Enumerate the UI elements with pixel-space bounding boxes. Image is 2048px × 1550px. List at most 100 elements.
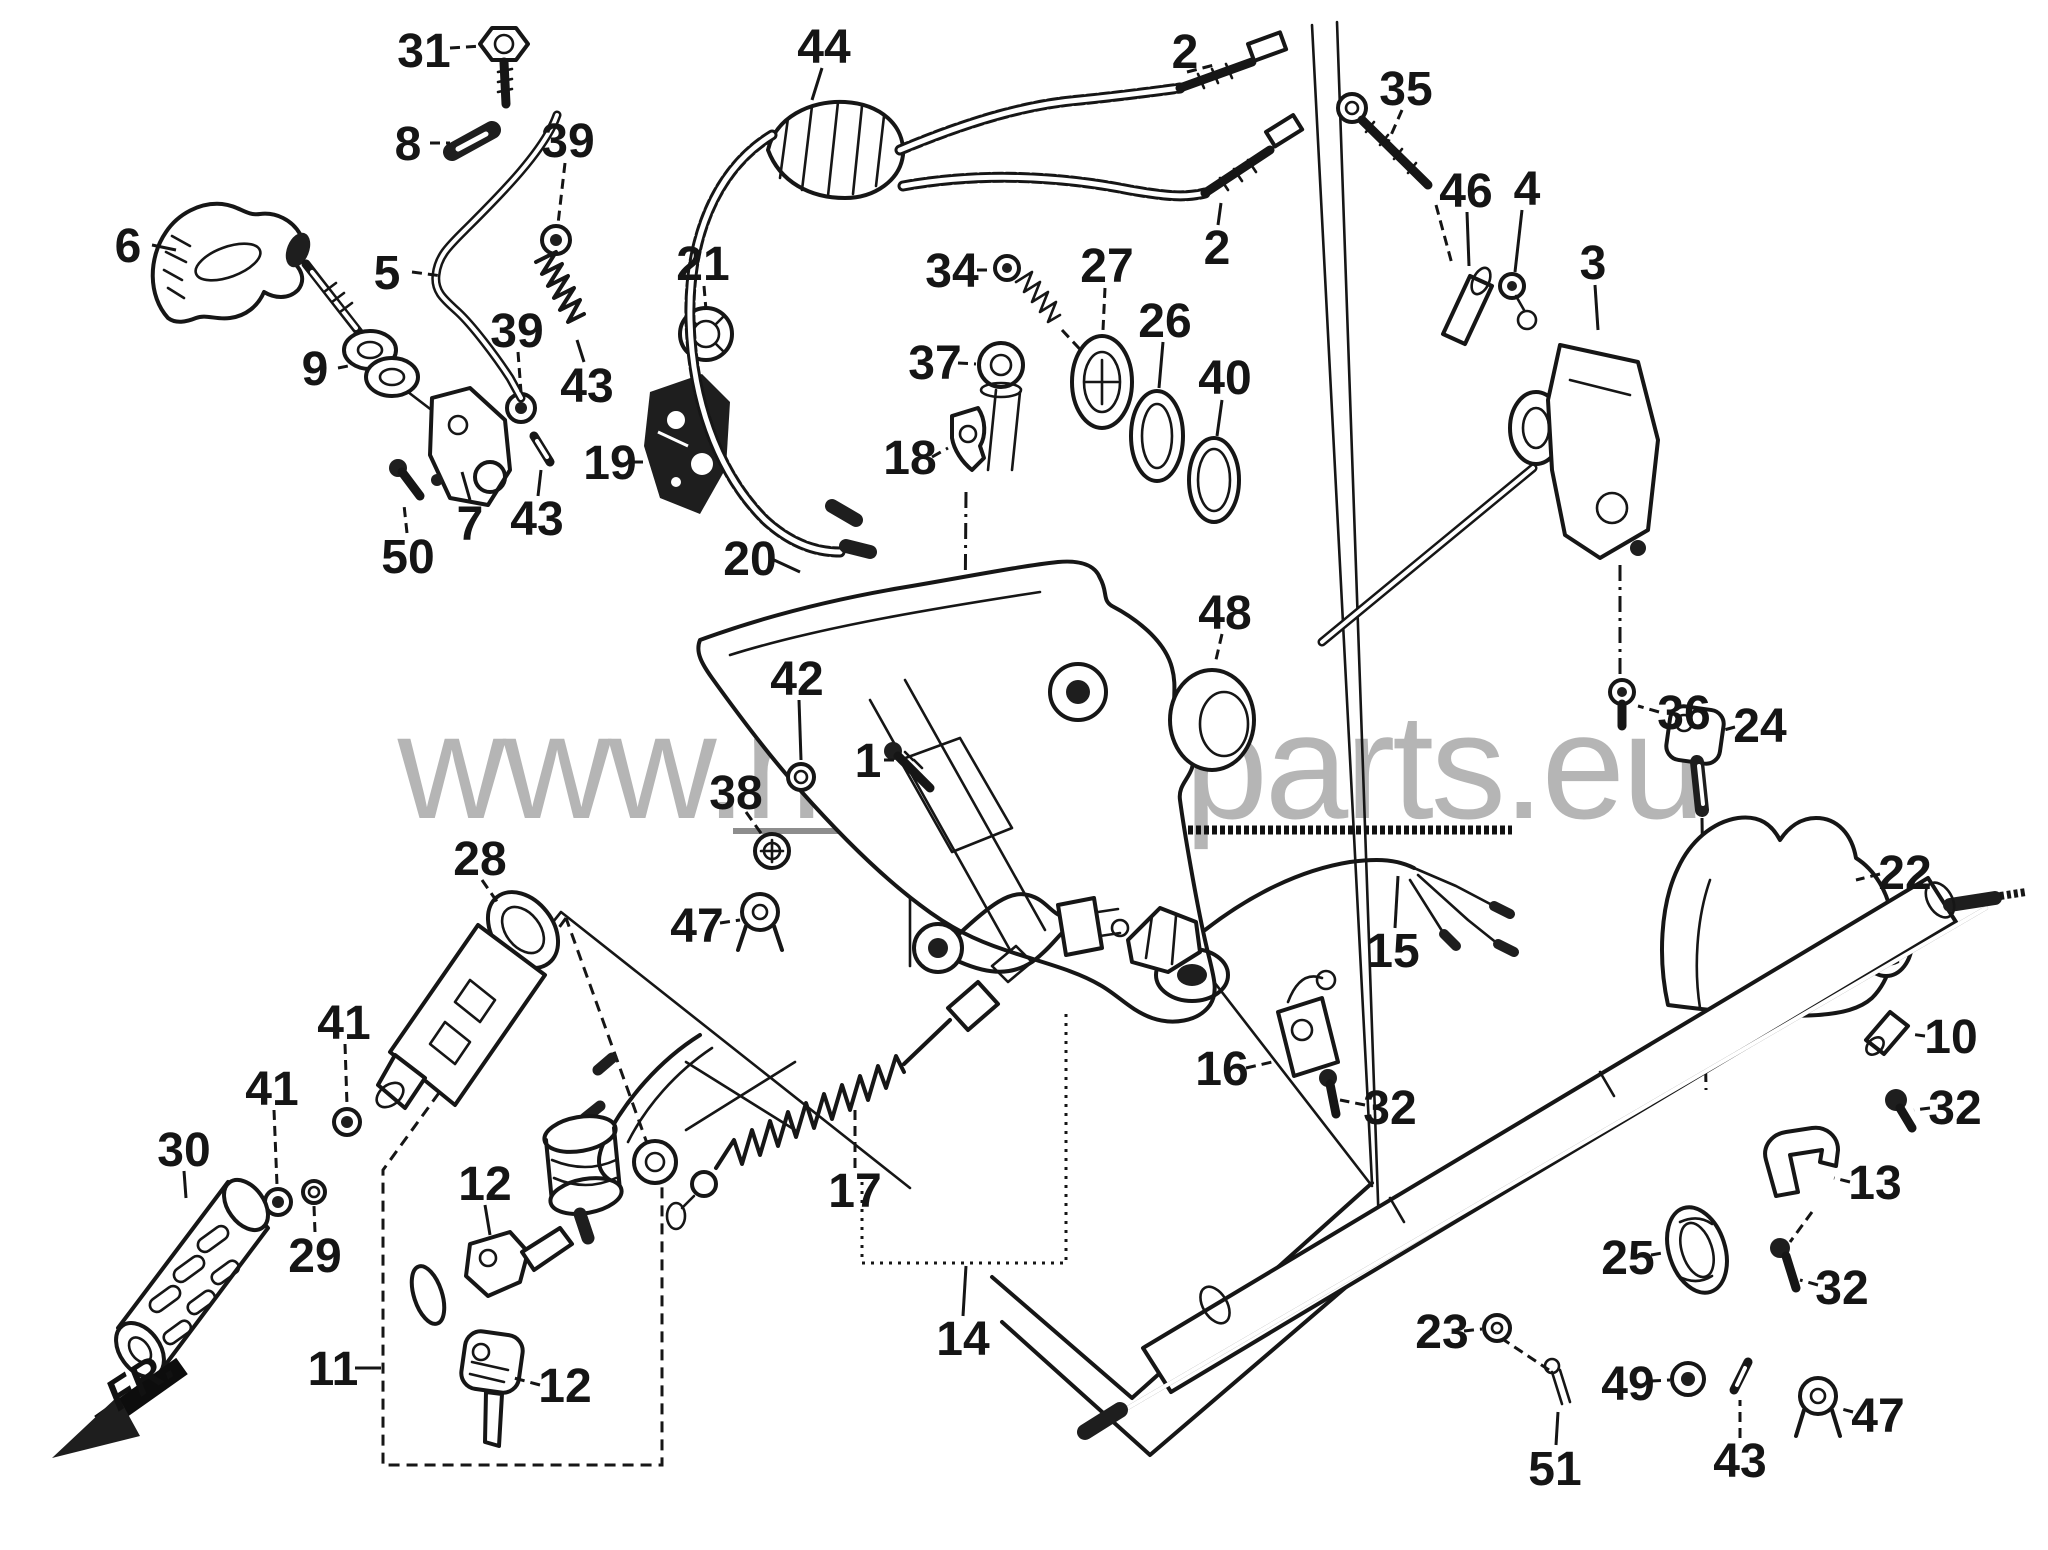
part-7-bracket-drawing: [428, 386, 512, 507]
leader-line-47b: [1837, 1406, 1854, 1414]
part-label-43b: 43: [510, 493, 563, 546]
part-label-30: 30: [157, 1124, 210, 1177]
part-2-throttle-cables-drawing: [684, 30, 1305, 559]
part-label-31: 31: [397, 25, 450, 78]
part-label-26: 26: [1138, 295, 1191, 348]
part-label-2b: 2: [1204, 222, 1231, 275]
part-12-key-drawing-upper: [464, 1226, 574, 1298]
part-label-32a: 32: [1928, 1082, 1981, 1135]
leader-line-44: [810, 67, 824, 101]
leader-line-23: [1463, 1327, 1483, 1333]
part-label-32b: 32: [1815, 1262, 1868, 1315]
part-4-bolt-drawing: [1498, 272, 1538, 331]
part-label-16: 16: [1195, 1043, 1248, 1096]
part-25-grommet-drawing: [1665, 1205, 1729, 1295]
part-38-screw-drawing: [753, 832, 791, 870]
part-label-7: 7: [457, 498, 484, 551]
part-label-41b: 41: [245, 1063, 298, 1116]
leader-line-21: [702, 285, 708, 311]
part-30-grip-drawing: [114, 1177, 270, 1379]
part-label-24: 24: [1733, 700, 1787, 753]
leader-line-39b: [516, 351, 523, 393]
part-29-washer-drawing: [301, 1179, 327, 1205]
emergency-stop-switch-drawing: [912, 892, 1122, 974]
part-label-29: 29: [288, 1230, 341, 1283]
part-label-42: 42: [770, 653, 823, 706]
leader-line-29: [312, 1205, 317, 1233]
part-label-10: 10: [1924, 1011, 1977, 1064]
part-label-48: 48: [1198, 587, 1251, 640]
part-label-50: 50: [381, 531, 434, 584]
leader-line-47a: [719, 918, 741, 925]
leader-line-10: [1909, 1032, 1926, 1038]
part-label-38: 38: [709, 767, 762, 820]
part-48-bushing-drawing: [1168, 668, 1256, 772]
part-15-wire-harness-drawing: [1110, 858, 1519, 974]
part-label-12a: 12: [458, 1158, 511, 1211]
part-49-bushing-drawing: [1670, 1361, 1706, 1397]
dotted-group-box-14: [860, 1010, 1068, 1265]
leader-line-40: [1215, 399, 1224, 437]
leader-line-32a: [1913, 1106, 1931, 1112]
part-23-washer-drawing: [1482, 1313, 1512, 1343]
part-label-9: 9: [302, 343, 329, 396]
leader-line-6: [151, 243, 177, 252]
part-label-25: 25: [1601, 1232, 1654, 1285]
part-10-cap-drawing: [1864, 1010, 1910, 1056]
leader-line-24: [1723, 725, 1736, 732]
leader-line-27: [1101, 287, 1107, 331]
leader-line-41a: [343, 1043, 349, 1106]
part-43-spring-drawing-upper: [534, 250, 586, 324]
part-label-20: 20: [723, 533, 776, 586]
part-47-clip-drawing-left: [736, 892, 784, 952]
part-24-key-drawing: [1664, 704, 1726, 817]
part-label-15: 15: [1366, 925, 1419, 978]
part-1-screw-drawing: [884, 742, 935, 793]
leader-line-12a: [483, 1204, 492, 1236]
leader-line-43b: [536, 469, 543, 497]
leader-line-2b: [1216, 202, 1223, 226]
part-37-nut-drawing: [977, 341, 1025, 399]
part-label-39b: 39: [490, 305, 543, 358]
part-label-13: 13: [1848, 1157, 1901, 1210]
part-label-1: 1: [855, 735, 882, 788]
tiller-tube-drawing: [1077, 876, 2027, 1440]
part-label-35: 35: [1379, 63, 1432, 116]
part-label-37: 37: [908, 337, 961, 390]
part-50-screw-drawing: [389, 459, 425, 501]
part-label-2a: 2: [1172, 26, 1199, 79]
leader-line-48: [1213, 633, 1224, 665]
part-label-27: 27: [1080, 240, 1133, 293]
leader-line-32b: [1799, 1278, 1819, 1287]
part-label-47a: 47: [670, 900, 723, 953]
leader-line-22: [1855, 872, 1881, 882]
part-label-34: 34: [925, 245, 979, 298]
part-41-washer-drawing-upper: [332, 1107, 362, 1137]
leader-line-41b: [272, 1109, 279, 1186]
part-17-cable-spring-drawing: [665, 944, 1034, 1231]
part-26-seal-ring-drawing: [1129, 389, 1185, 483]
part-label-28: 28: [453, 833, 506, 886]
part-label-14: 14: [936, 1313, 990, 1366]
part-label-21: 21: [676, 238, 729, 291]
leader-line-3: [1593, 284, 1600, 331]
leader-line-50: [402, 504, 409, 534]
leader-line-18: [931, 446, 949, 459]
leader-line-46: [1465, 211, 1471, 267]
part-43-pin-drawing-right: [1729, 1357, 1753, 1395]
part-label-5: 5: [374, 247, 401, 300]
fr-direction-arrow: FR.: [52, 1341, 188, 1458]
part-label-12b: 12: [538, 1360, 591, 1413]
part-31-bolt-drawing: [478, 26, 530, 109]
leader-line-14: [961, 1265, 968, 1317]
part-41-washer-drawing-lower: [263, 1187, 293, 1217]
part-label-18: 18: [883, 432, 936, 485]
part-47-clip-drawing-right: [1794, 1376, 1842, 1438]
part-label-6: 6: [115, 220, 142, 273]
leader-line-38: [744, 811, 765, 837]
part-label-19: 19: [583, 437, 636, 490]
leader-line-13: [1833, 1176, 1851, 1184]
leader-line-36: [1637, 704, 1660, 714]
leader-line-43a: [575, 339, 586, 363]
